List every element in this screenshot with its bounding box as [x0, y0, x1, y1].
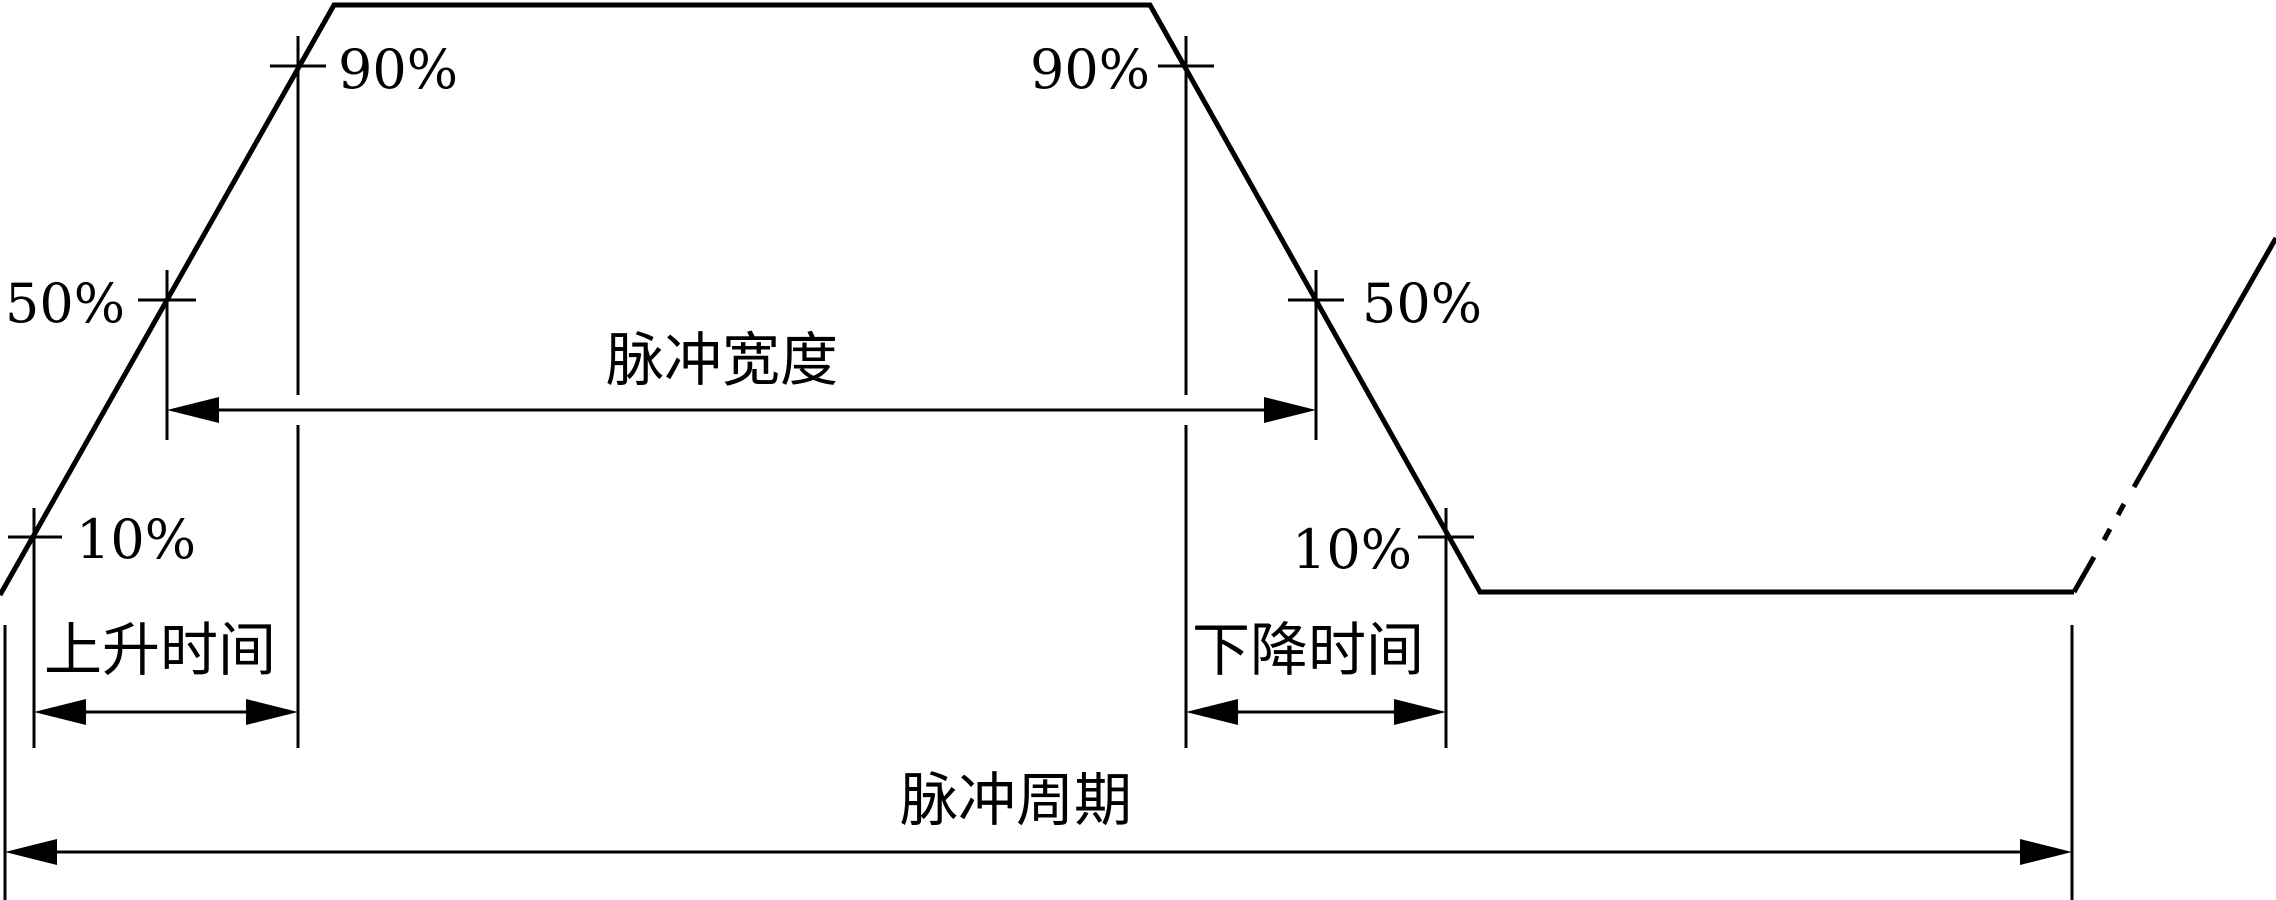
- label-10-right: 10%: [1292, 518, 1412, 581]
- pulse-period-dimension: [5, 839, 2072, 865]
- rise-time-dimension: [34, 699, 298, 725]
- pulse-width-dimension: [167, 397, 1316, 423]
- label-50-left: 50%: [5, 272, 125, 335]
- label-90-left: 90%: [338, 38, 458, 101]
- label-50-right: 50%: [1362, 272, 1482, 335]
- rise-time-label: 上升时间: [44, 616, 276, 684]
- pulse-width-label: 脉冲宽度: [606, 326, 838, 394]
- label-90-right: 90%: [1030, 38, 1150, 101]
- level-tick-marks: [8, 36, 1474, 566]
- pulse-period-label: 脉冲周期: [900, 766, 1132, 834]
- fall-time-dimension: [1186, 699, 1446, 725]
- label-10-left: 10%: [76, 508, 196, 571]
- fall-time-label: 下降时间: [1192, 616, 1424, 684]
- reference-lines: [3, 96, 2074, 900]
- next-rising-edge: [2071, 236, 2276, 594]
